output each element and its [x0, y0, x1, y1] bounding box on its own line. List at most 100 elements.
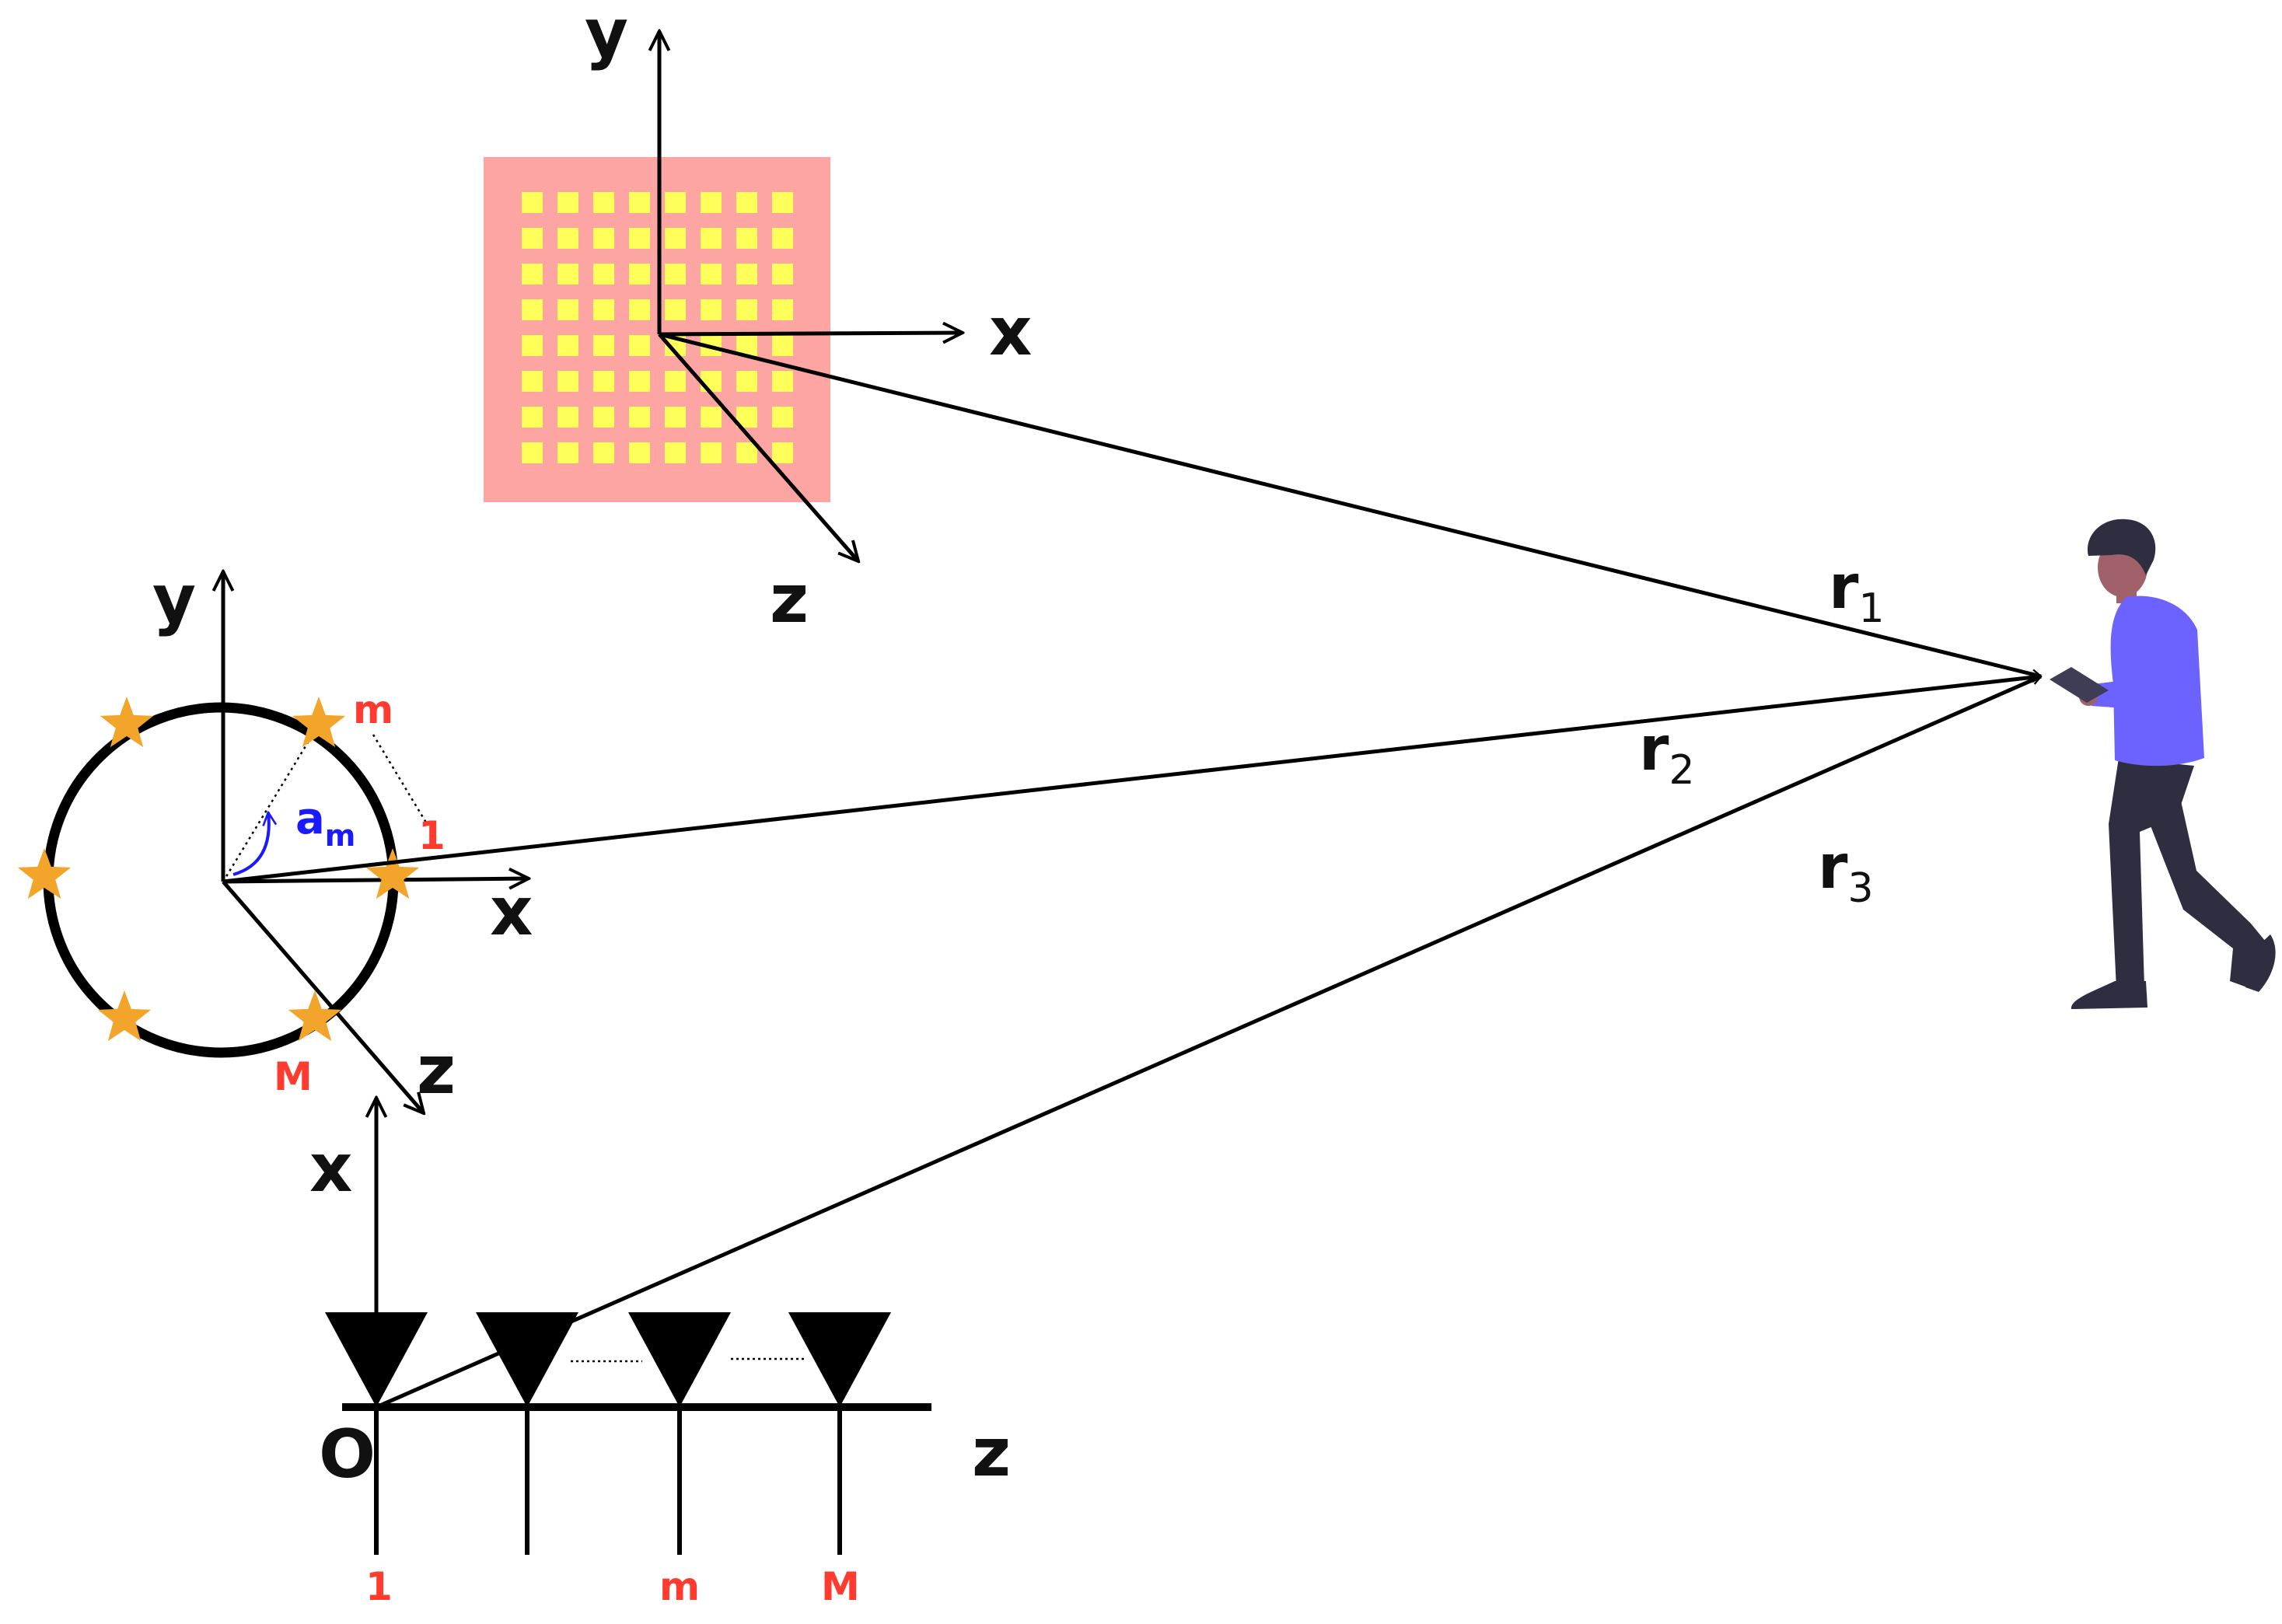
ris-element	[665, 299, 686, 320]
ris-element	[522, 371, 543, 392]
ris-element	[557, 299, 578, 320]
linear-array: x z O 1 m M	[309, 1098, 1011, 1609]
ris-element	[701, 264, 722, 285]
r3-symbol: r	[1818, 833, 1848, 903]
person-hair	[2088, 519, 2156, 575]
ris-element	[665, 192, 686, 213]
person-back-leg	[2150, 784, 2269, 987]
circular-array: y x z m 1 M am	[17, 561, 533, 1113]
ris-element	[701, 407, 722, 428]
person-arm	[2092, 622, 2141, 709]
angle-subscript: m	[325, 819, 356, 853]
ris-element	[593, 442, 614, 463]
r3-label: r3	[1818, 833, 1874, 912]
ris-element	[772, 371, 793, 392]
label-1: 1	[418, 813, 446, 858]
ris-element	[522, 407, 543, 428]
label-m: m	[353, 687, 393, 732]
ris-element	[557, 228, 578, 249]
r3-subscript: 3	[1847, 865, 1873, 912]
origin-label: O	[319, 1416, 376, 1493]
ris-element	[665, 264, 686, 285]
ris-element	[736, 299, 757, 320]
ris-element	[593, 335, 614, 356]
r2-symbol: r	[1639, 714, 1669, 784]
ris-element	[629, 442, 650, 463]
planar-z-axis	[658, 333, 858, 561]
element-label-M: M	[821, 1564, 860, 1609]
ris-element	[522, 442, 543, 463]
ris-element	[557, 192, 578, 213]
planar-x-axis	[659, 333, 963, 334]
ray-r3	[375, 674, 2041, 1409]
ris-element	[701, 442, 722, 463]
ris-element	[593, 264, 614, 285]
ris-element	[629, 407, 650, 428]
ris-element	[522, 228, 543, 249]
ris-element	[629, 335, 650, 356]
circular-x-axis	[222, 878, 529, 882]
linear-x-label: x	[309, 1130, 352, 1207]
star-antenna-icon	[292, 697, 346, 748]
ris-element	[772, 299, 793, 320]
ris-element	[772, 228, 793, 249]
ris-element	[557, 407, 578, 428]
planar-array: y x z	[484, 0, 1032, 638]
circular-x-label: x	[490, 873, 533, 951]
ris-element	[665, 371, 686, 392]
label-M: M	[274, 1054, 313, 1099]
star-antenna-icon	[97, 990, 152, 1042]
ris-element	[593, 192, 614, 213]
ris-element	[772, 442, 793, 463]
ris-element	[736, 264, 757, 285]
m-to-1-dotted	[372, 734, 428, 823]
antenna-elements	[325, 1312, 891, 1555]
ris-element	[557, 264, 578, 285]
planar-y-label: y	[585, 0, 628, 72]
ris-element	[557, 442, 578, 463]
ris-element	[736, 442, 757, 463]
person-front-leg	[2109, 758, 2194, 989]
ris-element	[701, 192, 722, 213]
tablet-icon	[2050, 667, 2109, 703]
person-with-tablet-icon	[2050, 519, 2276, 1009]
ris-element	[736, 371, 757, 392]
r1-subscript: 1	[1858, 585, 1884, 632]
antenna-triangle-icon	[476, 1312, 578, 1407]
r2-label: r2	[1639, 714, 1695, 794]
star-antenna-icon	[17, 848, 72, 899]
ris-element	[701, 371, 722, 392]
antenna-stars	[17, 697, 420, 1042]
ris-element	[522, 335, 543, 356]
ris-element	[772, 335, 793, 356]
ray-r2	[222, 676, 2041, 884]
ris-element	[736, 192, 757, 213]
ris-element	[772, 264, 793, 285]
r1-label: r1	[1829, 553, 1885, 632]
distance-rays: r1 r2 r3	[222, 332, 2041, 1409]
ris-element	[557, 335, 578, 356]
planar-x-label: x	[989, 293, 1032, 371]
ris-element	[593, 407, 614, 428]
circular-z-label: z	[417, 1032, 456, 1109]
ris-element	[701, 228, 722, 249]
angle-arc	[232, 812, 269, 876]
ris-element	[629, 228, 650, 249]
ris-element	[522, 264, 543, 285]
antenna-triangle-icon	[628, 1312, 731, 1407]
ris-element	[665, 442, 686, 463]
ris-element	[736, 228, 757, 249]
ris-element	[593, 371, 614, 392]
star-antenna-icon	[365, 848, 420, 899]
r2-subscript: 2	[1669, 747, 1694, 794]
antenna-triangle-icon	[788, 1312, 891, 1407]
star-antenna-icon	[100, 697, 154, 748]
ris-element	[629, 264, 650, 285]
ris-element	[522, 192, 543, 213]
angle-label: am	[295, 794, 355, 853]
planar-z-label: z	[770, 561, 809, 638]
ray-r1	[659, 332, 2041, 676]
angle-symbol: a	[295, 794, 325, 844]
circular-z-axis	[222, 880, 424, 1113]
